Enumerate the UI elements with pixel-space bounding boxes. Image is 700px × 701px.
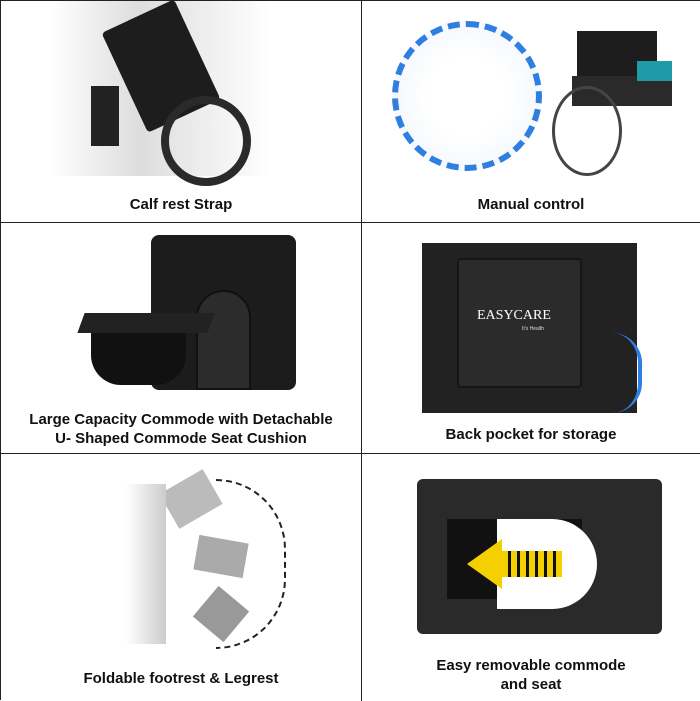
panel-manual-control: Manual control: [362, 1, 700, 222]
caption: Manual control: [477, 196, 585, 213]
caption: Back pocket for storage: [445, 426, 617, 443]
fold-arrow: [216, 479, 286, 649]
logo-tagline: It's Health: [522, 326, 545, 332]
arrow-left-icon: [467, 539, 562, 589]
panel-back-pocket: EASYCARE It's Health Back pocket for sto…: [362, 223, 700, 453]
panel-calf-rest-strap: Calf rest Strap: [1, 1, 361, 222]
caption: Calf rest Strap: [129, 196, 233, 213]
calf-strap-image: [51, 1, 271, 186]
backrest-image: EASYCARE It's Health: [422, 243, 637, 413]
caption-line-2: and seat: [500, 676, 562, 693]
wheelchair-image: [552, 26, 682, 176]
divider: [361, 1, 362, 701]
easycare-logo: EASYCARE: [477, 308, 551, 323]
caption: Foldable footrest & Legrest: [83, 670, 279, 687]
panel-removable-commode: Easy removable commode and seat: [362, 454, 700, 700]
wheel-image: [392, 21, 542, 171]
divider: [1, 453, 700, 454]
footrest-image: [111, 464, 261, 644]
caption-line-1: Easy removable commode: [436, 657, 626, 674]
panel-foldable-footrest: Foldable footrest & Legrest: [1, 454, 361, 700]
panel-commode-cushion: Large Capacity Commode with Detachable U…: [1, 223, 361, 453]
divider: [1, 222, 700, 223]
caption-line-1: Large Capacity Commode with Detachable: [29, 411, 333, 428]
commode-pot-image: [77, 313, 215, 388]
wheel-edge: [612, 333, 642, 413]
caption-line-2: U- Shaped Commode Seat Cushion: [55, 430, 307, 447]
